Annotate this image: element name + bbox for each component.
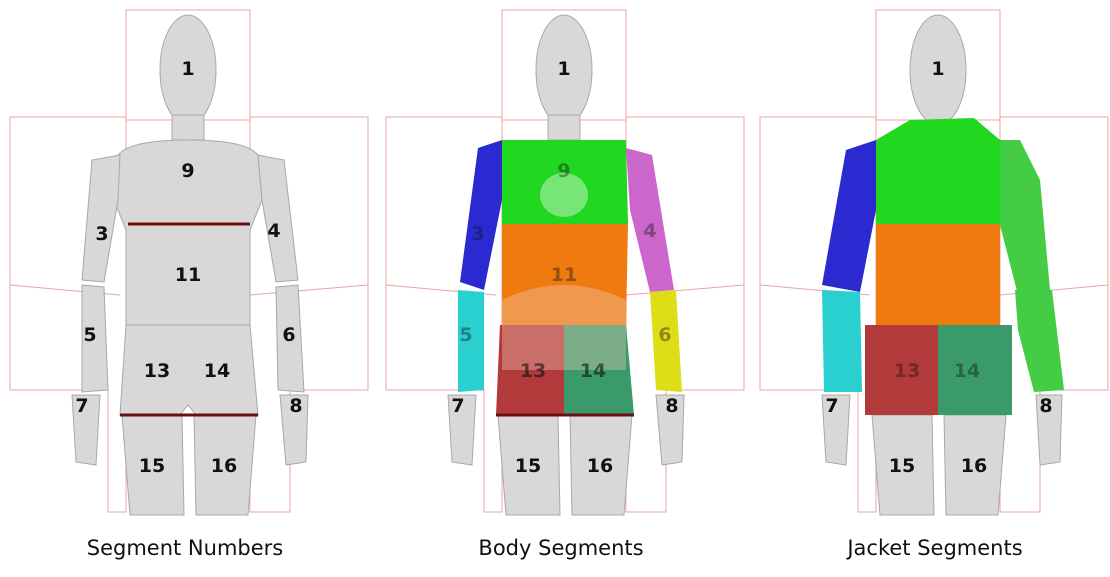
segment-label-1: 1	[557, 58, 570, 80]
jacket-segment-right-sleeve-upper	[1000, 140, 1050, 295]
caption-body-segments: Body Segments	[376, 536, 746, 560]
segment-label-1: 1	[181, 58, 194, 80]
panel-jacket-segments: 1 7 8 13 14 15 16 Jacket Segments	[750, 0, 1110, 577]
segment-label-15: 15	[889, 455, 915, 477]
caption-jacket-segments: Jacket Segments	[750, 536, 1110, 560]
colored-jacket-segments	[822, 118, 1064, 415]
segment-label-8: 8	[289, 395, 302, 417]
hip-highlight	[502, 285, 626, 370]
segment-label-14: 14	[580, 360, 606, 382]
jacket-segment-left-sleeve-upper	[822, 140, 876, 292]
segment-label-7: 7	[451, 395, 464, 417]
segment-label-14: 14	[204, 360, 230, 382]
segment-label-9: 9	[181, 160, 194, 182]
segment-label-16: 16	[961, 455, 987, 477]
segment-label-9: 9	[557, 160, 570, 182]
segment-label-4: 4	[267, 220, 280, 242]
segment-label-11: 11	[175, 264, 201, 286]
segment-label-8: 8	[1039, 395, 1052, 417]
jacket-segment-right-sleeve-lower	[1015, 290, 1064, 392]
segment-label-15: 15	[139, 455, 165, 477]
segment-label-11: 11	[551, 264, 577, 286]
mannequin-figure-jacket: 1 7 8 13 14 15 16	[750, 0, 1110, 530]
segment-label-3: 3	[95, 223, 108, 245]
segment-label-1: 1	[931, 58, 944, 80]
panel-segment-numbers: 1 3 4 5 6 7 8 9 11 13 14 15 16 Segment N…	[0, 0, 370, 577]
segment-label-5: 5	[83, 324, 96, 346]
segment-label-13: 13	[894, 360, 920, 382]
segment-label-13: 13	[144, 360, 170, 382]
segment-label-6: 6	[658, 324, 671, 346]
segment-3-left-upper-arm	[460, 140, 502, 290]
panel-body-segments: 1 3 4 5 6 7 8 9 11 13 14 15 16 Body Segm…	[376, 0, 746, 577]
segment-label-7: 7	[825, 395, 838, 417]
segment-label-16: 16	[211, 455, 237, 477]
segment-label-16: 16	[587, 455, 613, 477]
caption-segment-numbers: Segment Numbers	[0, 536, 370, 560]
segment-label-4: 4	[643, 220, 656, 242]
mannequin-figure-colored: 1 3 4 5 6 7 8 9 11 13 14 15 16	[376, 0, 746, 530]
jacket-segment-abdomen	[876, 224, 1000, 325]
mannequin-figure: 1 3 4 5 6 7 8 9 11 13 14 15 16	[0, 0, 370, 530]
segment-label-13: 13	[520, 360, 546, 382]
segment-label-6: 6	[282, 324, 295, 346]
segment-label-14: 14	[954, 360, 980, 382]
segment-label-5: 5	[459, 324, 472, 346]
jacket-segment-left-sleeve-lower	[822, 290, 862, 392]
jacket-segment-chest	[876, 118, 1000, 224]
segment-label-3: 3	[471, 223, 484, 245]
segment-label-15: 15	[515, 455, 541, 477]
segment-label-7: 7	[75, 395, 88, 417]
segment-label-8: 8	[665, 395, 678, 417]
